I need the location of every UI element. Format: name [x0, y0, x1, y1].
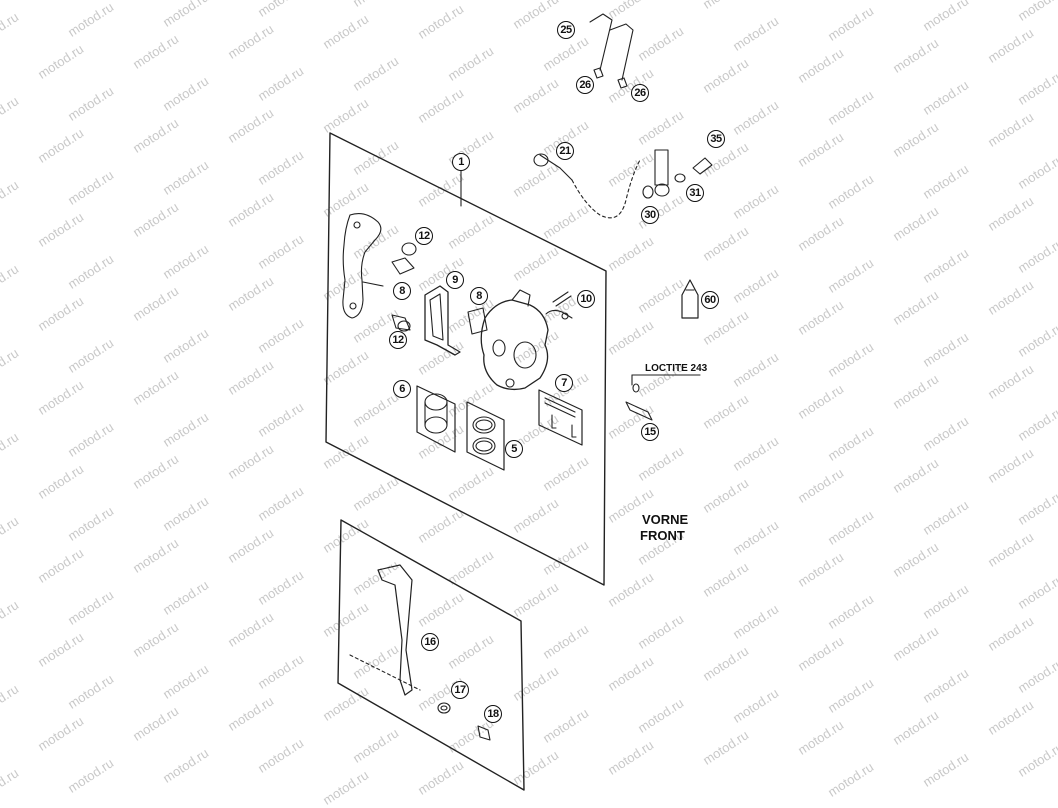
callout-12: 12 — [415, 227, 433, 245]
hose-guide-part — [377, 564, 413, 696]
bracket-kit-panel — [337, 519, 525, 791]
washer-part — [437, 702, 451, 714]
callout-8: 8 — [470, 287, 488, 305]
callout-8: 8 — [393, 282, 411, 300]
pad-kit-box — [416, 385, 456, 453]
pin-kit-box — [538, 389, 583, 446]
seal-kit-box — [466, 401, 505, 471]
callout-26: 26 — [631, 84, 649, 102]
callout-26: 26 — [576, 76, 594, 94]
caliper-kit-panel — [325, 132, 607, 586]
callout-9: 9 — [446, 271, 464, 289]
loctite-bottle-part — [681, 279, 699, 319]
callout-31: 31 — [686, 184, 704, 202]
direction-label-front: FRONT — [640, 528, 685, 543]
loctite-label: LOCTITE 243 — [645, 363, 708, 374]
wire-clip-part — [589, 13, 634, 81]
callout-1: 1 — [452, 153, 470, 171]
pad-spring-part — [467, 307, 488, 335]
banjo-bolt-part — [692, 157, 713, 175]
pin-boot-part — [401, 242, 417, 256]
callout-7: 7 — [555, 374, 573, 392]
bolt-26-part — [593, 67, 604, 79]
brake-pad-part — [424, 285, 461, 356]
bleed-nipple-part — [552, 291, 572, 307]
direction-label-vorne: VORNE — [642, 512, 689, 527]
callout-15: 15 — [641, 423, 659, 441]
callout-35: 35 — [707, 130, 725, 148]
bolt-15-part — [625, 401, 653, 421]
callout-5: 5 — [505, 440, 523, 458]
guide-pin-part — [391, 314, 411, 331]
callout-18: 18 — [484, 705, 502, 723]
caliper-bracket-part — [342, 213, 382, 319]
callout-25: 25 — [557, 21, 575, 39]
callout-21: 21 — [556, 142, 574, 160]
callout-10: 10 — [577, 290, 595, 308]
callout-30: 30 — [641, 206, 659, 224]
brake-hose-part — [539, 154, 573, 181]
callout-6: 6 — [393, 380, 411, 398]
caliper-body-part — [480, 299, 549, 391]
callout-17: 17 — [451, 681, 469, 699]
callout-12: 12 — [389, 331, 407, 349]
callout-16: 16 — [421, 633, 439, 651]
callout-60: 60 — [701, 291, 719, 309]
screw-part — [477, 725, 491, 741]
